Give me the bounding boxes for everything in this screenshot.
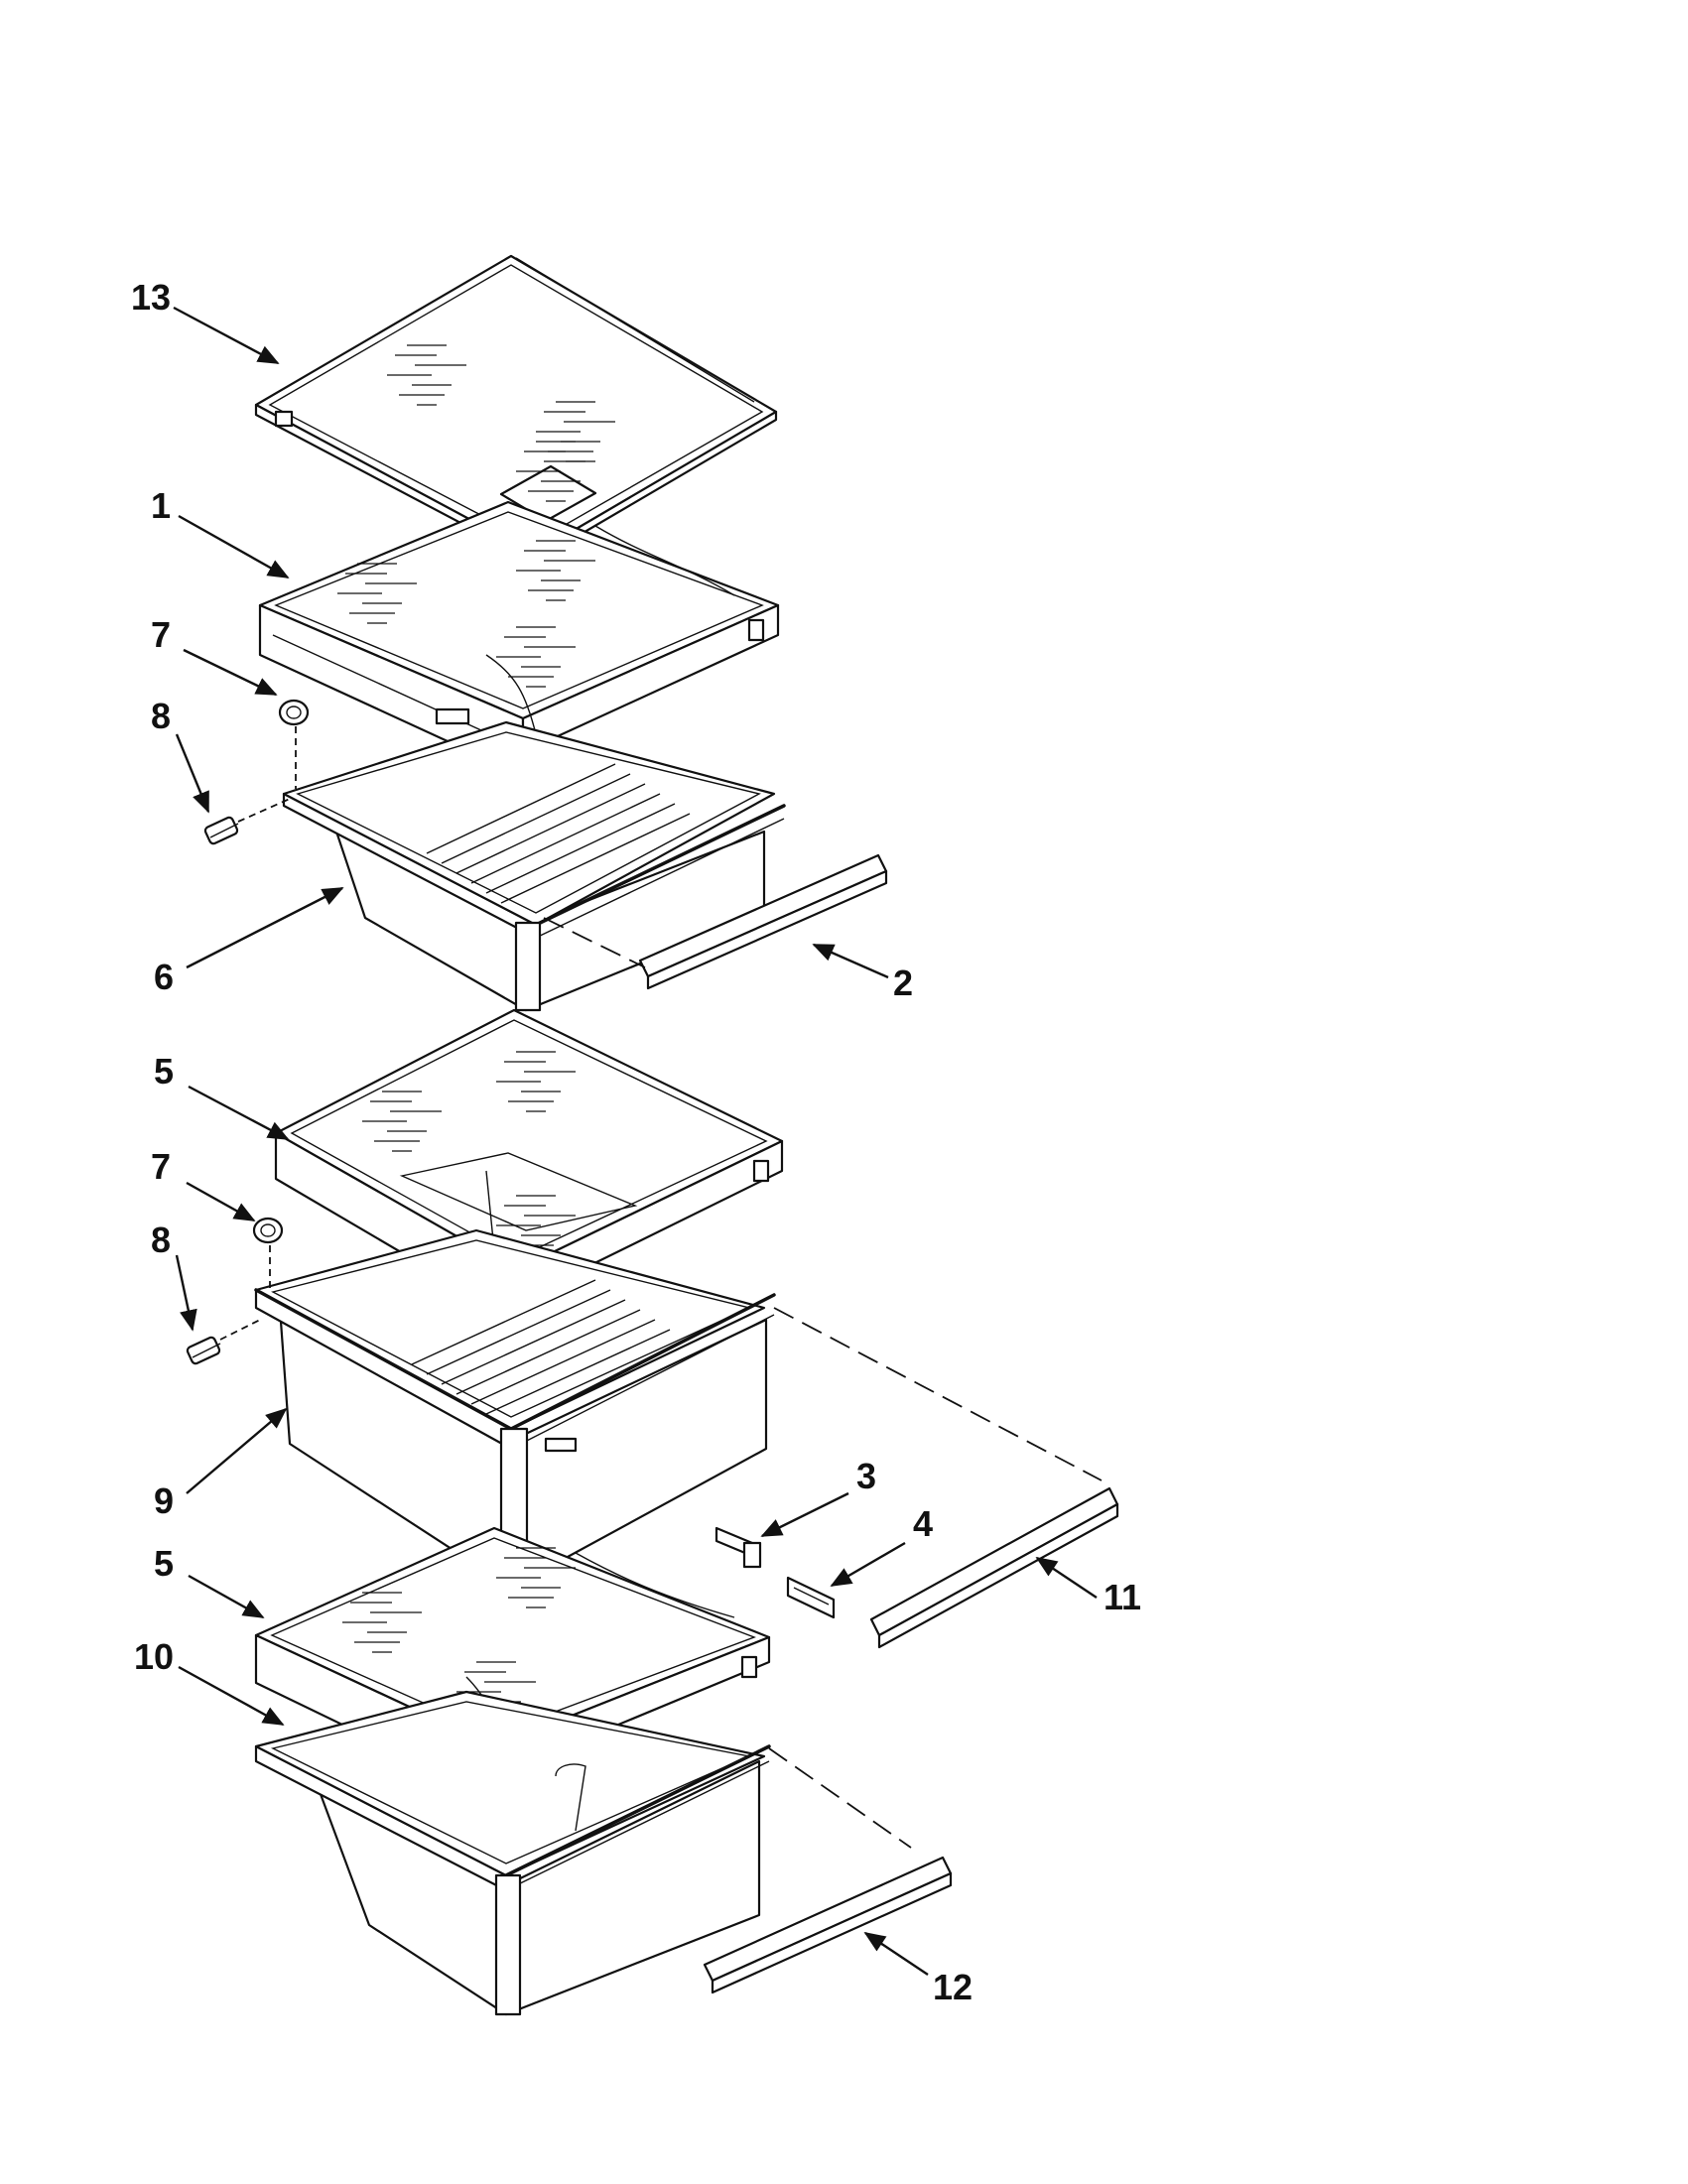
callout-1: 1 bbox=[151, 485, 171, 526]
part-10-drawer bbox=[254, 1690, 771, 2016]
callout-13: 13 bbox=[131, 277, 171, 318]
part-3-bracket bbox=[714, 1526, 762, 1569]
leader-9 bbox=[186, 1407, 288, 1494]
drawer-9-grille bbox=[411, 1279, 671, 1415]
leader-1 bbox=[178, 514, 290, 579]
leader-7a bbox=[183, 648, 278, 697]
callout-7-upper: 7 bbox=[151, 614, 171, 655]
part-8-stud-upper bbox=[203, 816, 239, 845]
trim-12-guide bbox=[768, 1747, 912, 1849]
leader-6 bbox=[186, 886, 344, 969]
callout-12: 12 bbox=[933, 1967, 973, 2007]
callout-5-upper: 5 bbox=[154, 1051, 174, 1092]
leader-4 bbox=[830, 1541, 906, 1588]
leader-8a bbox=[175, 733, 210, 814]
callout-6: 6 bbox=[154, 957, 174, 997]
part-1-shelf bbox=[258, 500, 780, 778]
drawer-6-grille bbox=[426, 763, 691, 904]
part-6-drawer bbox=[282, 720, 786, 1012]
leader-5a bbox=[188, 1085, 290, 1141]
leader-lines bbox=[173, 306, 1098, 1976]
leader-13 bbox=[173, 306, 280, 365]
part-12-trim bbox=[703, 1856, 953, 1994]
callout-8-lower: 8 bbox=[151, 1220, 171, 1260]
part-2-trim bbox=[638, 853, 888, 990]
callout-7-lower: 7 bbox=[151, 1146, 171, 1187]
trim-2-guide bbox=[543, 917, 646, 968]
callout-11: 11 bbox=[1104, 1577, 1141, 1617]
callout-5-lower: 5 bbox=[154, 1543, 174, 1584]
leader-7b bbox=[186, 1181, 256, 1222]
stud-guide-upper bbox=[237, 798, 291, 823]
callout-2: 2 bbox=[893, 963, 913, 1003]
part-7-roller-lower bbox=[252, 1217, 284, 1244]
leader-11 bbox=[1035, 1557, 1098, 1599]
callout-labels: 13 1 7 8 6 2 5 7 8 9 3 4 11 5 10 12 bbox=[131, 277, 1141, 2007]
callout-3: 3 bbox=[856, 1456, 876, 1496]
leader-10 bbox=[178, 1665, 285, 1727]
callout-9: 9 bbox=[154, 1480, 174, 1521]
callout-10: 10 bbox=[134, 1636, 174, 1677]
part-9-drawer bbox=[254, 1228, 776, 1590]
part-8-stud-lower bbox=[186, 1336, 221, 1365]
part-7-roller-upper bbox=[278, 699, 310, 726]
part-4-bracket bbox=[786, 1576, 836, 1619]
trim-11-guide bbox=[773, 1307, 1103, 1481]
leader-8b bbox=[175, 1254, 197, 1332]
leader-12 bbox=[863, 1932, 929, 1976]
callout-4: 4 bbox=[913, 1503, 933, 1544]
leader-5b bbox=[188, 1574, 265, 1619]
leader-3 bbox=[760, 1491, 849, 1538]
stud-guide-lower bbox=[219, 1319, 261, 1341]
part-11-trim bbox=[869, 1486, 1119, 1649]
callout-8-upper: 8 bbox=[151, 696, 171, 736]
leader-2 bbox=[812, 943, 889, 979]
